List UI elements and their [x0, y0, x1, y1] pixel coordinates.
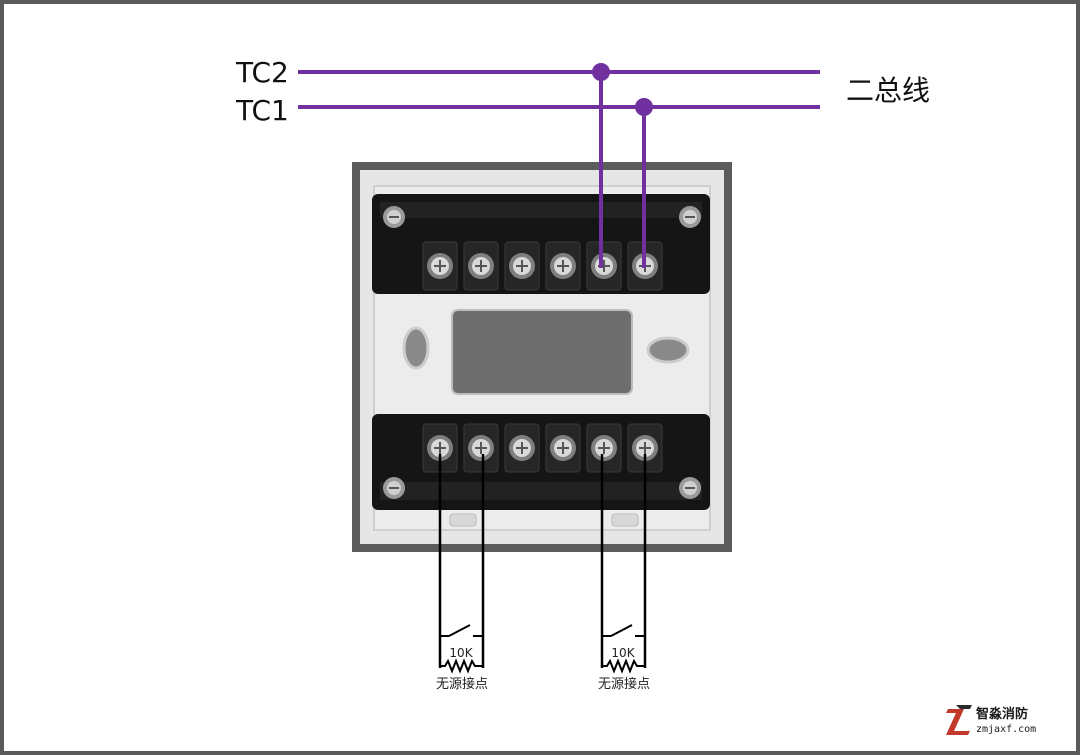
top-terminal-1	[422, 241, 458, 291]
logo-icon	[946, 705, 972, 735]
bottom-terminal-6	[627, 423, 663, 473]
tc2-label: TC2	[235, 56, 289, 89]
module-bottom-clip-left	[449, 513, 477, 527]
module-bottom-clip-right	[611, 513, 639, 527]
contact-2-caption: 无源接点	[598, 676, 650, 692]
watermark-logo: 智淼消防 zmjaxf.com	[946, 705, 1036, 735]
bottom-mount-screw-right	[679, 477, 701, 499]
top-terminal-block	[372, 194, 710, 294]
bottom-terminal-4	[545, 423, 581, 473]
top-terminal-2	[463, 241, 499, 291]
mount-hole-right	[646, 336, 690, 364]
contact-2-resistor-label: 10K	[611, 646, 635, 660]
contact-1-resistor-label: 10K	[449, 646, 473, 660]
bus-name-label: 二总线	[846, 74, 930, 107]
wiring-diagram: TC2 TC1 二总线 10K 无源接点 10K 无源接点	[235, 56, 930, 692]
module-middle	[402, 309, 690, 395]
top-terminal-5	[586, 241, 622, 291]
contact-circuit-2: 10K 无源接点	[598, 454, 650, 692]
top-terminal-4	[545, 241, 581, 291]
contact-circuit-1: 10K 无源接点	[436, 454, 488, 692]
watermark-name: 智淼消防	[976, 706, 1028, 722]
contact-1-caption: 无源接点	[436, 676, 488, 692]
watermark-url: zmjaxf.com	[976, 724, 1036, 735]
tc2-junction-dot	[592, 63, 610, 81]
top-mount-screw-right	[679, 206, 701, 228]
indicator-window	[451, 309, 633, 395]
top-terminal-3	[504, 241, 540, 291]
tc1-label: TC1	[235, 94, 289, 127]
bottom-terminal-block	[372, 414, 710, 510]
bus-wires	[298, 63, 820, 268]
contact-2-resistor-zigzag	[602, 658, 645, 674]
bottom-terminal-3	[504, 423, 540, 473]
top-mount-screw-left	[383, 206, 405, 228]
bottom-terminal-5	[586, 423, 622, 473]
contact-1-resistor-zigzag	[440, 658, 483, 674]
mount-hole-left	[402, 326, 430, 370]
bottom-terminal-2	[463, 423, 499, 473]
contact-1-switch-blade	[448, 624, 471, 637]
bottom-mount-screw-left	[383, 477, 405, 499]
module-device	[352, 162, 732, 552]
contact-2-switch-blade	[610, 624, 633, 637]
tc1-junction-dot	[635, 98, 653, 116]
